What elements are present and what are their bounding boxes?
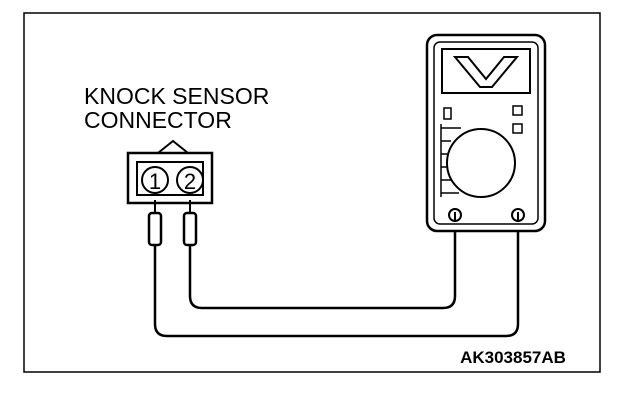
pin-1-label: 1 (149, 169, 161, 194)
meter-button-right-bottom (512, 123, 523, 134)
test-lead-probe-2-to-meter (188, 222, 457, 310)
voltage-v-icon (452, 56, 520, 88)
test-lead-probe-1-to-meter (153, 222, 520, 338)
figure-frame (23, 12, 601, 373)
connector-label-line2: CONNECTOR (84, 107, 232, 133)
probe-2-handle (182, 211, 198, 247)
test-probes (147, 200, 198, 247)
pin-2-cavity (176, 166, 204, 194)
figure-code: AK303857AB (460, 348, 566, 367)
pin-2-label: 2 (184, 169, 196, 194)
meter-button-left (443, 107, 452, 120)
pin-1-cavity (141, 166, 169, 194)
connector-lock-tab (157, 139, 189, 154)
meter-button-right-top (512, 105, 523, 116)
connector-label-line1: KNOCK SENSOR (84, 83, 269, 109)
dial-scale-marks (441, 127, 461, 194)
range-selector-dial (446, 128, 516, 198)
multimeter (425, 33, 547, 233)
knock-sensor-connector (126, 139, 214, 205)
probe-1-handle (147, 211, 163, 247)
